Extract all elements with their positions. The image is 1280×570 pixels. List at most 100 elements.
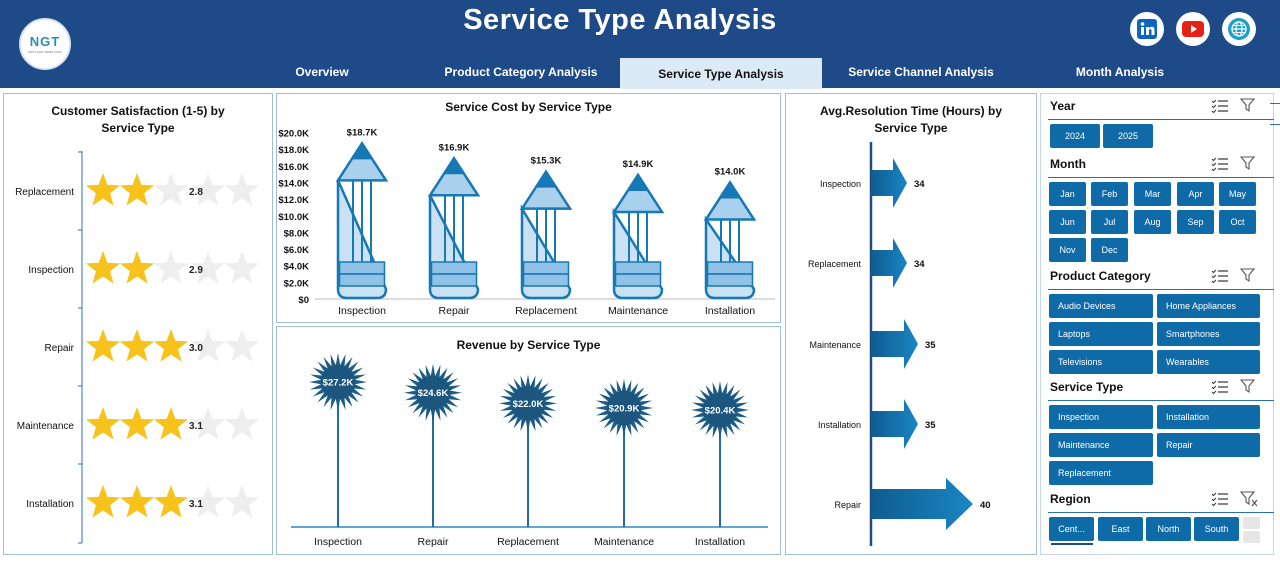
slicer-option-product-category[interactable]: Home Appliances <box>1157 294 1260 318</box>
star-filled <box>85 485 121 518</box>
tab-product-category-analysis[interactable]: Product Category Analysis <box>444 65 598 79</box>
tab-service-channel-analysis[interactable]: Service Channel Analysis <box>848 65 994 79</box>
slicer-option-month[interactable]: May <box>1219 182 1256 206</box>
x-tick-label: Inspection <box>338 305 386 317</box>
data-label: $20.4K <box>705 406 736 417</box>
starburst-core <box>703 393 737 428</box>
slicer-option-region[interactable]: North <box>1146 517 1191 541</box>
slicer-option-service-type[interactable]: Installation <box>1157 405 1260 429</box>
slicer-option-month[interactable]: Apr <box>1177 182 1214 206</box>
slicer-option-month[interactable]: Jul <box>1091 210 1128 234</box>
slicer-option-month[interactable]: Jan <box>1049 182 1086 206</box>
slicer-option-month[interactable]: Oct <box>1219 210 1256 234</box>
divider <box>1270 103 1280 104</box>
slicer-option-product-category[interactable]: Wearables <box>1157 350 1260 374</box>
slicer-option-region[interactable]: Cent... <box>1049 517 1094 541</box>
data-label: $24.6K <box>418 388 449 399</box>
data-label: 35 <box>925 420 936 431</box>
star-empty <box>224 251 260 284</box>
slicer-option-month[interactable]: Dec <box>1091 238 1128 262</box>
tab-month-analysis[interactable]: Month Analysis <box>1075 65 1165 79</box>
slicer-option-product-category[interactable]: Televisions <box>1049 350 1153 374</box>
slicer-option-year[interactable]: 2024 <box>1050 124 1100 148</box>
youtube-button[interactable] <box>1176 12 1210 46</box>
y-tick-label: Maintenance <box>809 340 861 350</box>
clear-filter-icon[interactable] <box>1239 98 1258 114</box>
satisfaction-title-line2: Service Type <box>101 121 175 135</box>
resolution-panel: Avg.Resolution Time (Hours) by Service T… <box>785 93 1037 555</box>
clear-filter-icon[interactable] <box>1239 268 1258 284</box>
starburst-core <box>321 365 355 399</box>
satisfaction-row-label: Repair <box>45 343 75 354</box>
satisfaction-value: 3.1 <box>189 499 203 510</box>
slicer-option-year[interactable]: 2025 <box>1103 124 1153 148</box>
satisfaction-value: 3.1 <box>189 421 203 432</box>
tab-service-type-analysis[interactable]: Service Type Analysis <box>620 58 822 89</box>
slicer-option-region[interactable]: East <box>1098 517 1143 541</box>
slicer-option-product-category[interactable]: Smartphones <box>1157 322 1260 346</box>
slicer-option-month[interactable]: Jun <box>1049 210 1086 234</box>
y-tick-label: $20.0K <box>278 129 309 140</box>
slicer-option-service-type[interactable]: Inspection <box>1049 405 1153 429</box>
multi-select-icon[interactable] <box>1211 268 1229 284</box>
multi-select-icon[interactable] <box>1211 491 1229 507</box>
service-cost-chart: $0$2.0K$4.0K$6.0K$8.0K$10.0K$12.0K$14.0K… <box>278 127 775 317</box>
service-cost-title: Service Cost by Service Type <box>445 100 612 114</box>
star-filled <box>119 407 155 440</box>
y-tick-label: Replacement <box>808 259 862 269</box>
star-filled <box>153 329 189 362</box>
linkedin-button[interactable] <box>1130 12 1164 46</box>
slicer-option-product-category[interactable]: Audio Devices <box>1049 294 1153 318</box>
data-label: $18.7K <box>347 127 378 138</box>
y-tick-label: Installation <box>818 420 861 430</box>
ngt-logo: NGT NEXT GEN TEMPLATES <box>19 18 71 70</box>
revenue-title: Revenue by Service Type <box>456 338 601 352</box>
y-tick-label: $10.0K <box>278 212 309 223</box>
pencil-lead <box>627 174 649 191</box>
star-filled <box>153 407 189 440</box>
slicer-option-month[interactable]: Aug <box>1134 210 1171 234</box>
clear-filter-icon[interactable] <box>1239 379 1258 395</box>
slicer-option-product-category[interactable]: Laptops <box>1049 322 1153 346</box>
slicer-option-month[interactable]: Nov <box>1049 238 1086 262</box>
clear-filter-icon[interactable] <box>1239 156 1258 172</box>
pencil-lead <box>443 158 465 175</box>
pencil-band <box>430 273 478 287</box>
tab-overview[interactable]: Overview <box>295 65 349 79</box>
star-filled <box>85 329 121 362</box>
slicer-option-month[interactable]: Sep <box>1177 210 1214 234</box>
slicer-scroll-button[interactable] <box>1243 517 1260 529</box>
pencil-tip <box>611 172 665 214</box>
slicer-option-month[interactable]: Feb <box>1091 182 1128 206</box>
slicer-scroll-button[interactable] <box>1243 531 1260 543</box>
multi-select-icon[interactable] <box>1211 379 1229 395</box>
service-cost-panel: Service Cost by Service Type $0$2.0K$4.0… <box>276 93 781 323</box>
star-empty <box>190 407 226 440</box>
pencil-lead <box>719 182 741 199</box>
clear-filter-icon[interactable] <box>1239 491 1258 507</box>
website-button[interactable] <box>1222 12 1256 46</box>
star-empty <box>153 251 189 284</box>
data-label: 34 <box>914 179 925 190</box>
slicer-title-service-type: Service Type <box>1050 380 1124 394</box>
slicer-option-region[interactable]: South <box>1194 517 1239 541</box>
star-empty <box>224 485 260 518</box>
divider <box>1270 124 1280 125</box>
pencil-band <box>522 273 570 287</box>
x-tick-label: Installation <box>705 305 755 317</box>
star-filled <box>85 251 121 284</box>
star-empty <box>224 407 260 440</box>
slicer-title-month: Month <box>1050 157 1086 171</box>
multi-select-icon[interactable] <box>1211 156 1229 172</box>
pencil-band <box>338 261 386 275</box>
pencil-lead <box>351 143 373 160</box>
star-empty <box>224 329 260 362</box>
slicer-option-service-type[interactable]: Repair <box>1157 433 1260 457</box>
slicer-option-service-type[interactable]: Maintenance <box>1049 433 1153 457</box>
multi-select-icon[interactable] <box>1211 98 1229 114</box>
slicer-option-service-type[interactable]: Replacement <box>1049 461 1153 485</box>
slicer-option-month[interactable]: Mar <box>1134 182 1171 206</box>
pencil-band <box>430 261 478 275</box>
